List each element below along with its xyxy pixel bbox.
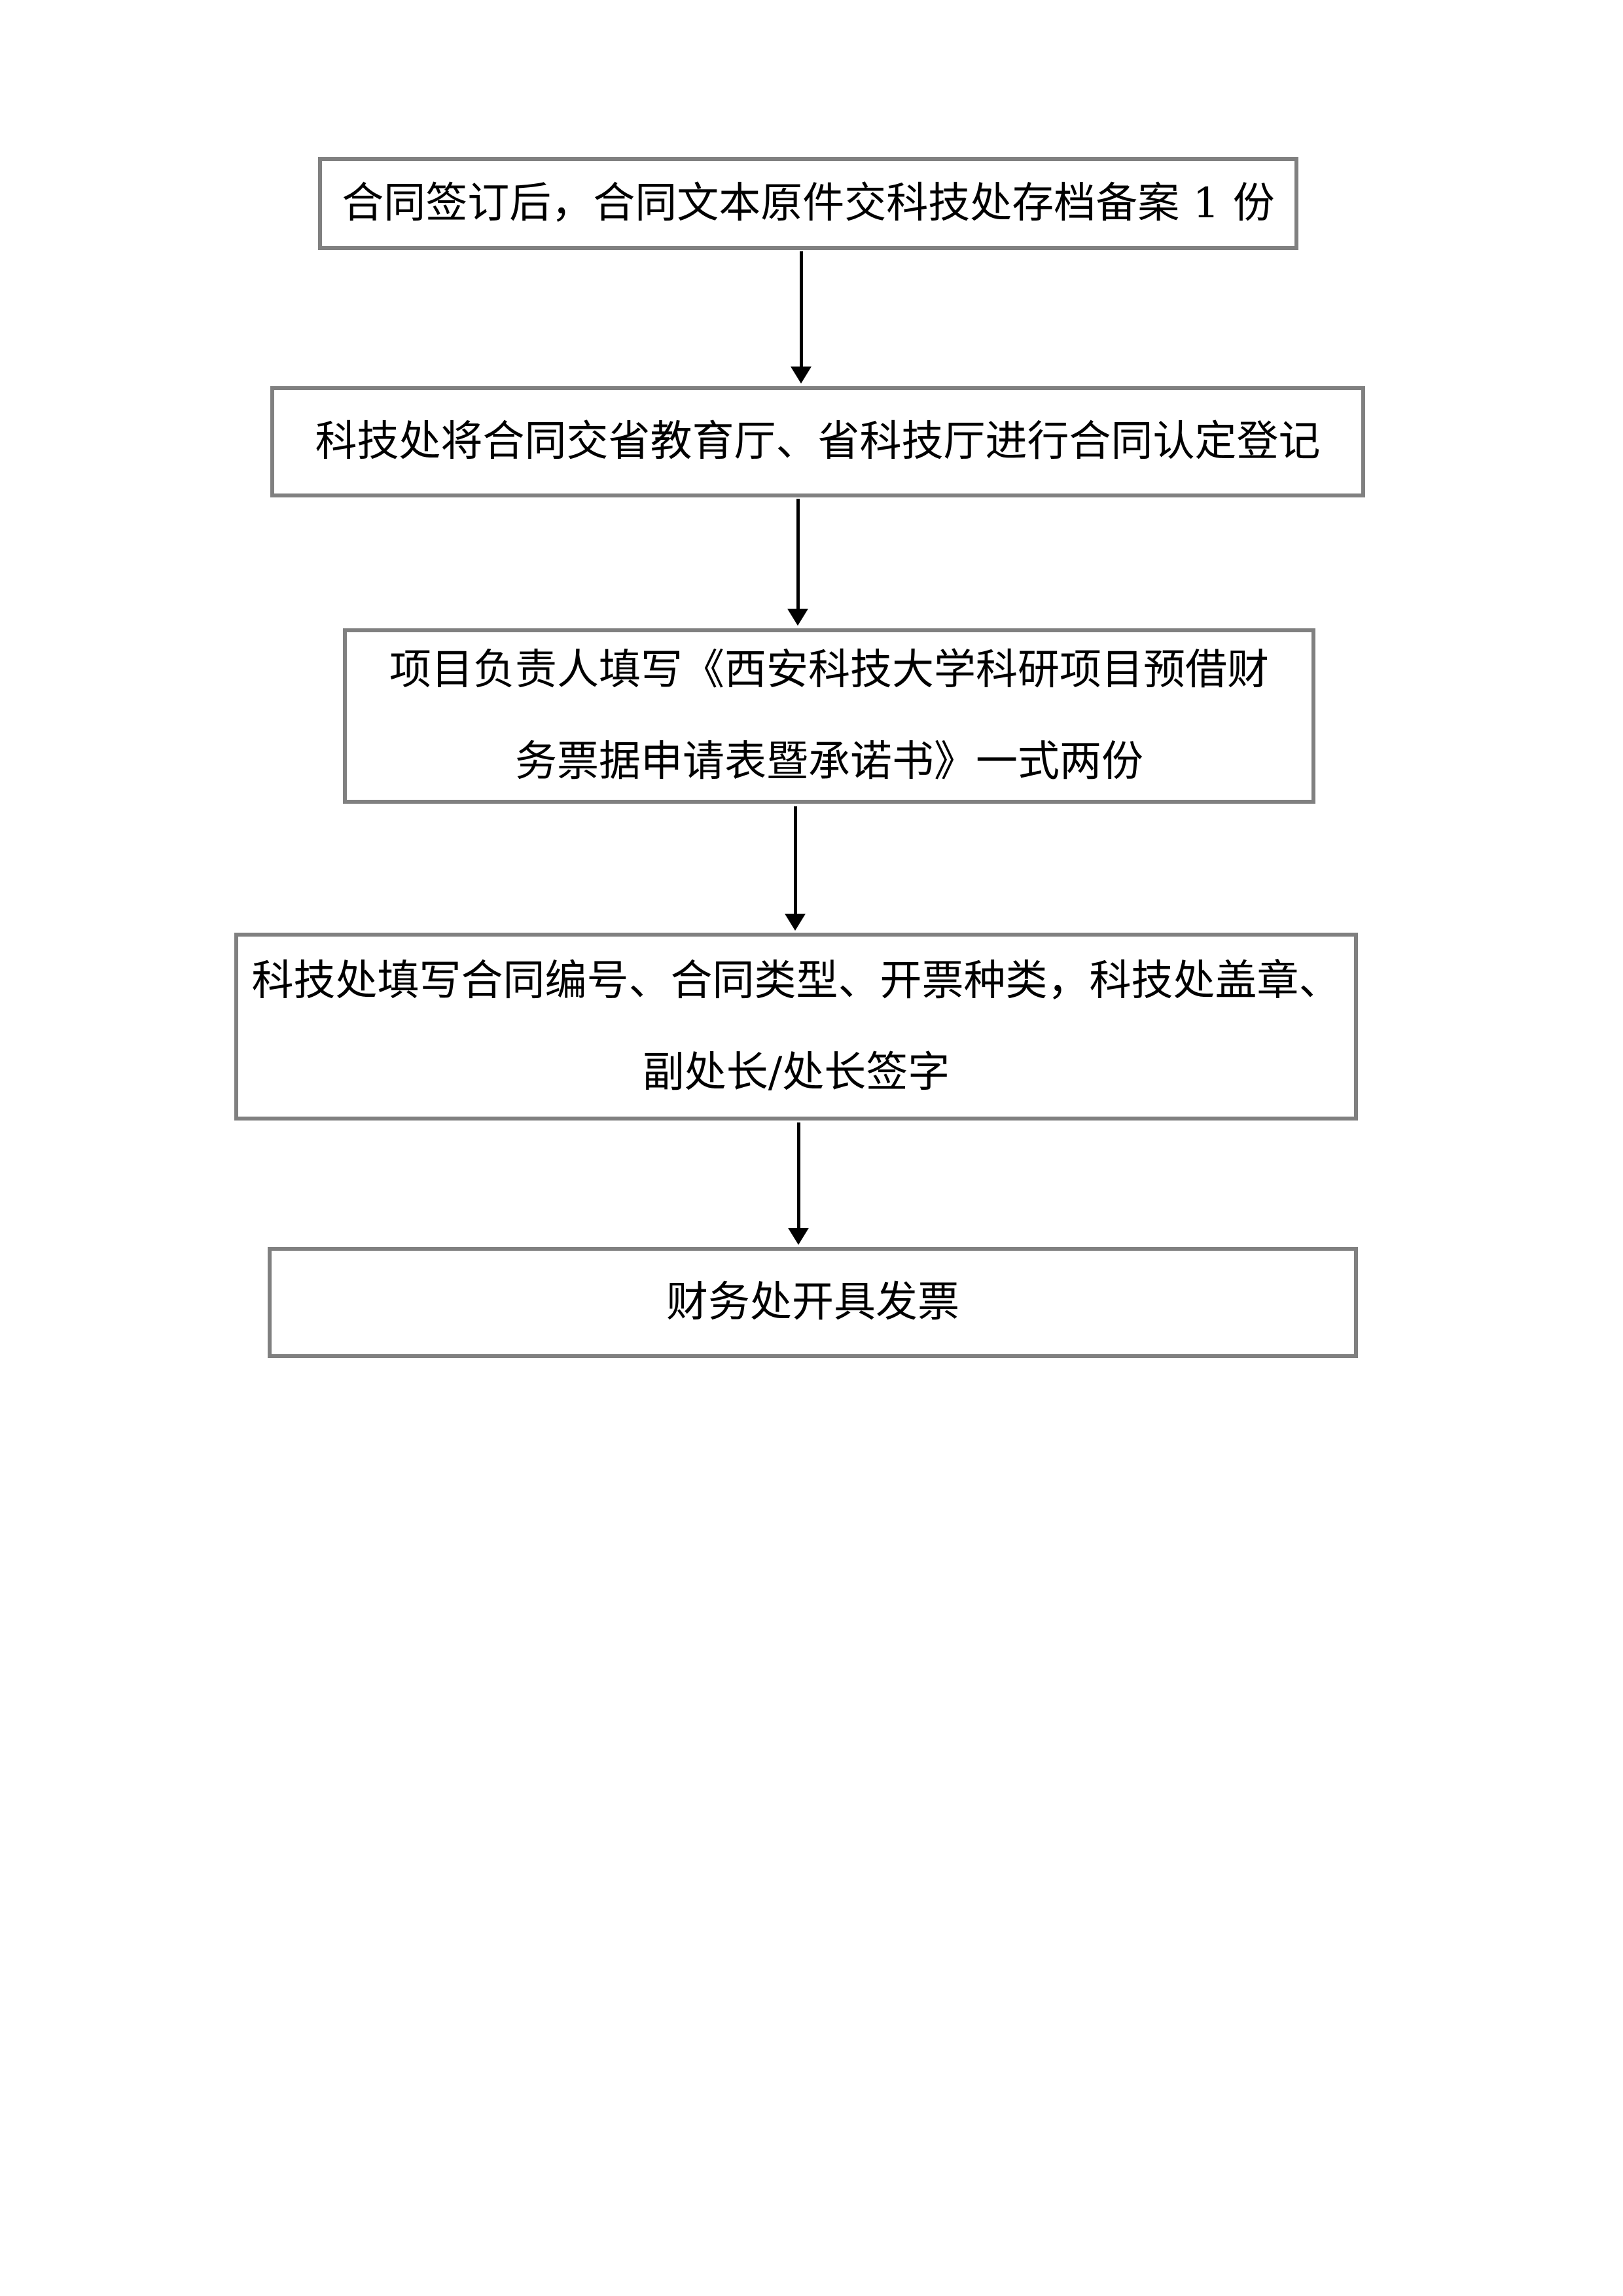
arrow-shaft [793,806,797,915]
flow-step-4-box: 科技处填写合同编号、合同类型、开票种类，科技处盖章、 副处长/处长签字 [234,933,1358,1121]
arrow-head-icon [785,914,806,931]
flow-step-2-text: 科技处将合同交省教育厅、省科技厅进行合同认定登记 [315,418,1321,466]
arrow-shaft [796,499,800,610]
arrow-head-icon [791,367,812,384]
flow-step-3-text-line-1: 项目负责人填写《西安科技大学科研项目预借财 [389,646,1269,694]
arrow-head-icon [787,609,808,626]
flow-step-3-text-line-2: 务票据申请表暨承诺书》一式两份 [515,738,1143,786]
down-arrow-connector-1 [791,251,812,384]
flow-step-3-box: 项目负责人填写《西安科技大学科研项目预借财 务票据申请表暨承诺书》一式两份 [343,628,1315,804]
flow-step-5-text: 财务处开具发票 [666,1278,959,1327]
flow-step-4-text-line-1: 科技处填写合同编号、合同类型、开票种类，科技处盖章、 [251,956,1341,1005]
flow-step-5-box: 财务处开具发票 [268,1247,1358,1358]
flow-step-1-text: 合同签订后，合同文本原件交科技处存档备案 1 份 [342,179,1275,228]
arrow-shaft [799,251,803,368]
down-arrow-connector-2 [787,499,808,626]
arrow-head-icon [788,1228,809,1245]
flow-step-1-box: 合同签订后，合同文本原件交科技处存档备案 1 份 [318,157,1298,250]
flow-step-2-box: 科技处将合同交省教育厅、省科技厅进行合同认定登记 [270,386,1365,497]
down-arrow-connector-3 [785,806,806,931]
flow-step-4-text-line-2: 副处长/处长签字 [642,1048,950,1097]
arrow-shaft [796,1122,800,1229]
down-arrow-connector-4 [788,1122,809,1245]
